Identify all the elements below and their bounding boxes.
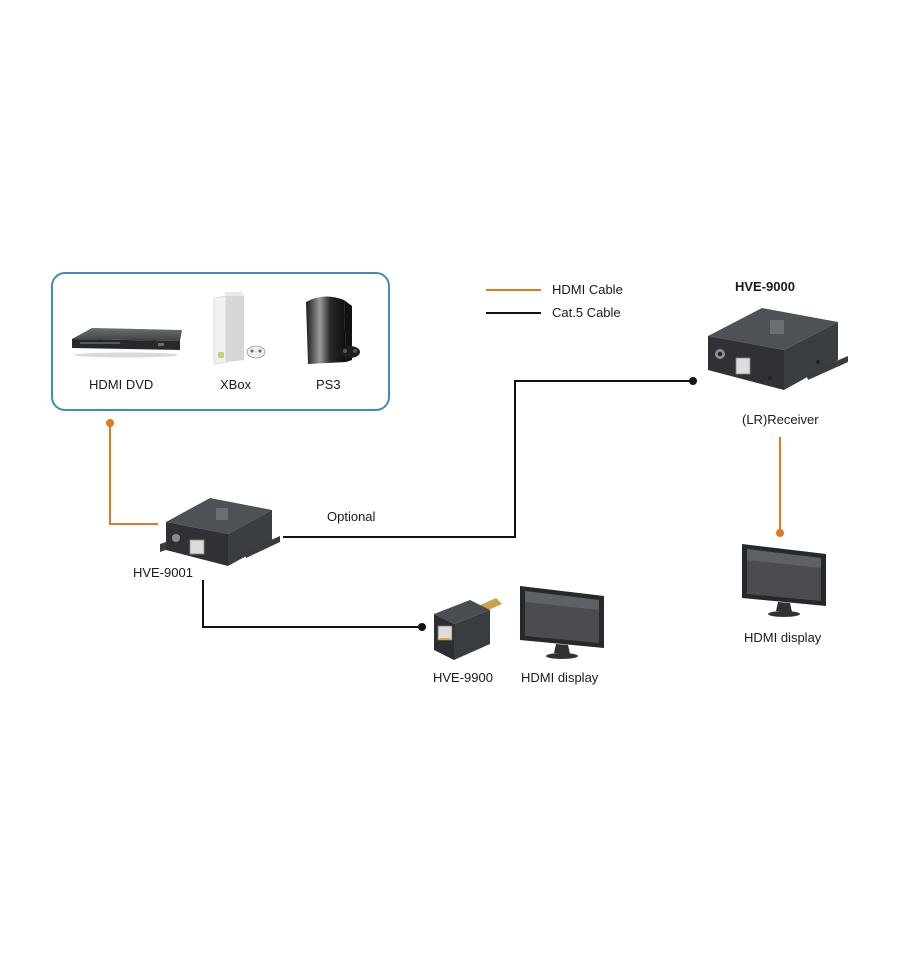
receiver-model-label: HVE-9000 — [735, 279, 795, 294]
dvd-player-icon — [72, 328, 182, 358]
hdmi-cable-endpoint — [776, 529, 784, 537]
ps3-console-icon — [306, 296, 360, 364]
optional-link-label: Optional — [327, 509, 376, 524]
receiver-hve-9000-icon — [708, 308, 848, 390]
hdmi-display-remote-label: HDMI display — [744, 630, 822, 645]
hdmi-cable-endpoint — [106, 419, 114, 427]
legend-hdmi-label: HDMI Cable — [552, 282, 623, 297]
hdmi-display-remote-icon — [742, 544, 826, 617]
cat5-cable-to-adapter — [202, 580, 422, 628]
cat5-cable-optional-link — [283, 380, 693, 538]
hdmi-dvd-label: HDMI DVD — [89, 377, 154, 392]
xbox-label: XBox — [220, 377, 252, 392]
receiver-label: (LR)Receiver — [742, 412, 819, 427]
legend-cat5-label: Cat.5 Cable — [552, 305, 621, 320]
hdmi-cable-source-to-transmitter — [109, 423, 158, 525]
transmitter-label: HVE-9001 — [133, 565, 193, 580]
adapter-label: HVE-9900 — [433, 670, 493, 685]
hdmi-display-local-label: HDMI display — [521, 670, 599, 685]
transmitter-hve-9001-icon — [160, 498, 280, 566]
cat5-cable-endpoint — [689, 377, 697, 385]
xbox-console-icon — [213, 292, 266, 365]
cat5-cable-endpoint — [418, 623, 426, 631]
adapter-hve-9900-icon — [434, 598, 502, 660]
ps3-label: PS3 — [316, 377, 341, 392]
hdmi-display-local-icon — [520, 586, 604, 659]
sources-frame — [51, 272, 390, 411]
